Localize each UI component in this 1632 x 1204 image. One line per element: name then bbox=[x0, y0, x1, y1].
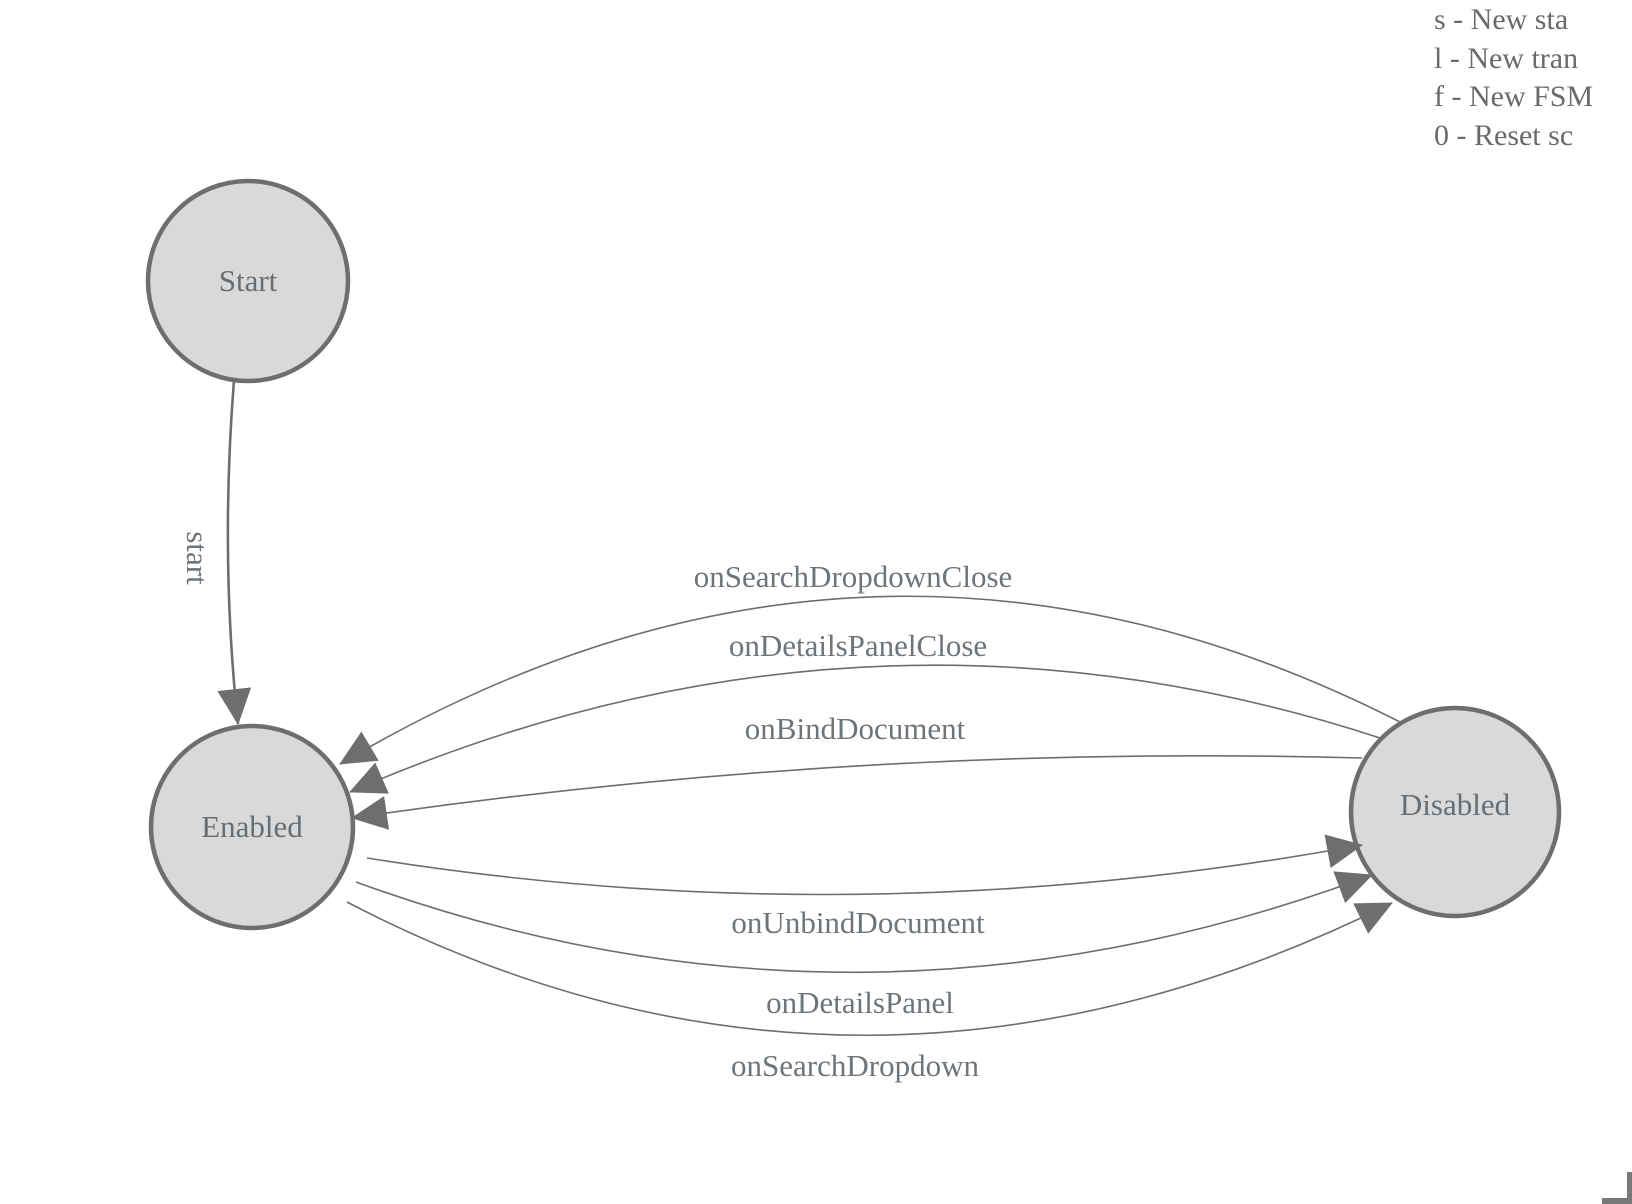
edge-start[interactable] bbox=[217, 379, 252, 725]
edge-onBindDocument[interactable] bbox=[351, 754, 1363, 830]
frame-corner-horizontal bbox=[1602, 1198, 1632, 1204]
legend-line-new-transition: l - New tran bbox=[1434, 41, 1579, 75]
edge-onSearchDropdownClose[interactable] bbox=[339, 595, 1401, 765]
legend-line-reset: 0 - Reset sc bbox=[1434, 118, 1574, 152]
shortcut-legend: s - New sta l - New tran f - New FSM 0 -… bbox=[1434, 1, 1593, 155]
state-node-start[interactable] bbox=[145, 178, 351, 384]
edge-onDetailsPanel[interactable] bbox=[355, 871, 1373, 974]
edge-onUnbindDocument[interactable] bbox=[366, 834, 1363, 896]
legend-line-new-fsm: f - New FSM bbox=[1434, 80, 1594, 113]
edge-onSearchDropdown[interactable] bbox=[346, 901, 1393, 1037]
state-node-disabled[interactable] bbox=[1348, 705, 1562, 919]
legend-line-new-state: s - New sta bbox=[1434, 3, 1569, 36]
frame-corner-vertical bbox=[1627, 1172, 1632, 1204]
state-node-enabled[interactable] bbox=[148, 723, 356, 931]
edge-onDetailsPanelClose[interactable] bbox=[349, 664, 1381, 794]
